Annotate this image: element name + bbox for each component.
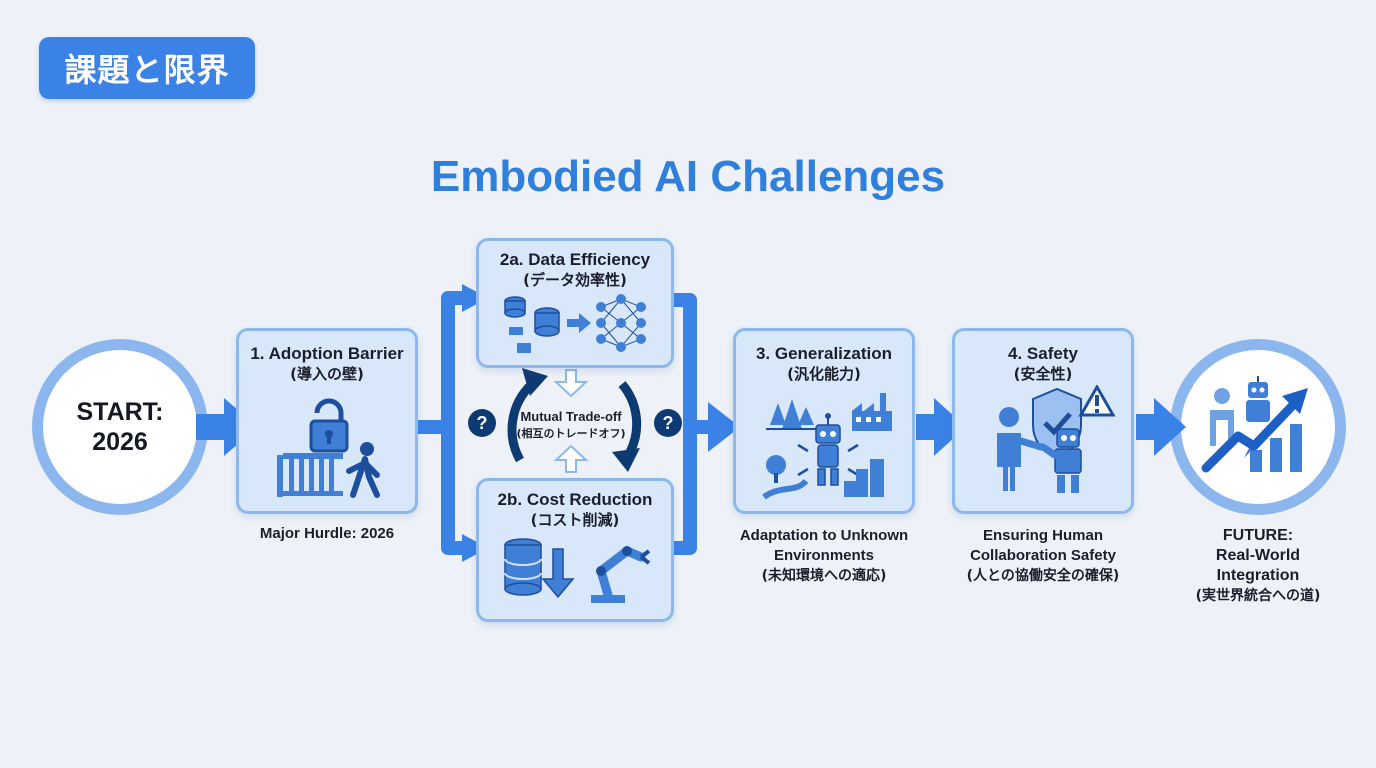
- safety-caption-jp: (人との協働安全の確保): [966, 568, 1120, 584]
- tradeoff-label-jp: (相互のトレードオフ): [516, 427, 626, 440]
- card-adoption-barrier: 1. Adoption Barrier (導入の壁): [236, 328, 418, 514]
- adoption-title: 1. Adoption Barrier: [250, 344, 404, 363]
- card-data-efficiency: 2a. Data Efficiency (データ効率性): [476, 238, 674, 368]
- cycle-arrowhead-left: [522, 368, 548, 396]
- data-efficiency-subtitle: (データ効率性): [523, 271, 627, 289]
- start-line1: START:: [76, 398, 164, 426]
- card-safety: 4. Safety (安全性): [952, 328, 1134, 514]
- human-robot-shield-icon: [997, 385, 1116, 493]
- section-tag: 課題と限界: [39, 37, 255, 99]
- arrow-generalization-to-safety: [916, 398, 966, 456]
- arrow-to-generalization: [708, 402, 740, 452]
- arrow-safety-to-future: [1136, 398, 1186, 456]
- data-efficiency-title: 2a. Data Efficiency: [499, 250, 651, 269]
- question-icon-left: ?: [468, 409, 496, 437]
- card-cost-reduction: 2b. Cost Reduction (コスト削減): [476, 478, 674, 622]
- generalization-caption-line1: Adaptation to Unknown: [739, 527, 909, 544]
- safety-title-block: 4. Safety (安全性): [955, 343, 1131, 385]
- adoption-caption: Major Hurdle: 2026: [259, 525, 395, 542]
- cost-reduction-title-block: 2b. Cost Reduction (コスト削減): [479, 489, 671, 531]
- cycle-arrowhead-right: [612, 448, 640, 472]
- future-line3: Integration: [1216, 567, 1300, 584]
- split-connector: [418, 291, 466, 555]
- safety-caption-line1: Ensuring Human: [982, 527, 1103, 544]
- generalization-caption-line2: Environments: [773, 547, 875, 564]
- safety-title: 4. Safety: [1008, 344, 1078, 363]
- safety-subtitle: (安全性): [1013, 365, 1073, 383]
- tradeoff-label: Mutual Trade-off (相互のトレードオフ): [511, 408, 631, 442]
- tradeoff-hollow-arrows: [553, 369, 589, 473]
- generalization-title-block: 3. Generalization (汎化能力): [736, 343, 912, 385]
- safety-caption: Ensuring Human Collaboration Safety (人との…: [942, 526, 1144, 586]
- arrow-to-data-efficiency: [462, 284, 488, 312]
- generalization-title: 3. Generalization: [755, 344, 893, 363]
- growth-chart-human-robot-icon: [1201, 376, 1308, 473]
- start-line2: 2026: [92, 428, 148, 456]
- start-label: START: 2026: [60, 397, 180, 457]
- generalization-subtitle: (汎化能力): [787, 365, 861, 383]
- future-line4: (実世界統合への道): [1195, 588, 1321, 604]
- tradeoff-label-en: Mutual Trade-off: [520, 409, 622, 424]
- robot-environments-icon: [762, 393, 892, 500]
- generalization-caption-jp: (未知環境への適応): [761, 568, 887, 584]
- adoption-title-block: 1. Adoption Barrier (導入の壁): [239, 343, 415, 385]
- lock-gate-person-icon: [277, 398, 380, 498]
- cost-reduction-title: 2b. Cost Reduction: [497, 490, 653, 509]
- future-line2: Real-World: [1215, 547, 1301, 564]
- cost-reduction-subtitle: (コスト削減): [530, 511, 620, 529]
- safety-caption-line2: Collaboration Safety: [970, 547, 1116, 564]
- future-caption: FUTURE: Real-World Integration (実世界統合への道…: [1158, 526, 1358, 606]
- generalization-caption: Adaptation to Unknown Environments (未知環境…: [723, 526, 925, 586]
- future-line1: FUTURE:: [1222, 527, 1294, 544]
- tradeoff-cycle-arrows: [507, 380, 642, 463]
- card-generalization: 3. Generalization (汎化能力): [733, 328, 915, 514]
- page-title: Embodied AI Challenges: [430, 152, 946, 201]
- data-efficiency-title-block: 2a. Data Efficiency (データ効率性): [479, 249, 671, 291]
- start-circle: [32, 339, 208, 515]
- adoption-subtitle: (導入の壁): [290, 365, 364, 383]
- database-down-robot-arm-icon: [504, 538, 651, 603]
- database-neural-network-icon: [504, 294, 646, 353]
- question-icon-right: ?: [654, 409, 682, 437]
- arrow-to-cost-reduction: [462, 534, 488, 562]
